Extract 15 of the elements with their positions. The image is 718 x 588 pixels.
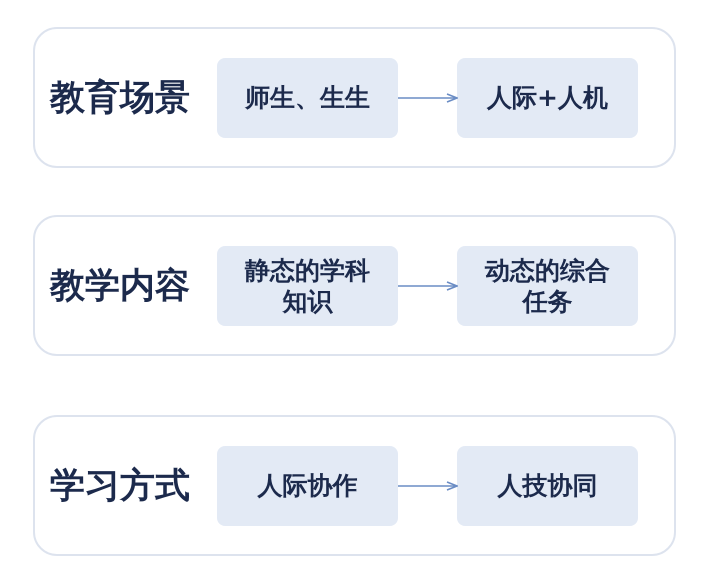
panel-card [33,215,676,356]
panel-card [33,415,676,556]
arrow [398,93,458,103]
panel-card [33,27,676,168]
concept-box: 师生、生生 [217,58,398,138]
panel-heading: 学习方式 [50,465,190,508]
concept-box: 动态的综合任务 [457,246,638,326]
concept-box: 人技协同 [457,446,638,526]
concept-box: 人际+人机 [457,58,638,138]
concept-box: 静态的学科知识 [217,246,398,326]
arrow [398,481,458,491]
arrow [398,281,458,291]
panel-heading: 教育场景 [50,77,190,120]
panel-heading: 教学内容 [50,265,190,308]
concept-box: 人际协作 [217,446,398,526]
